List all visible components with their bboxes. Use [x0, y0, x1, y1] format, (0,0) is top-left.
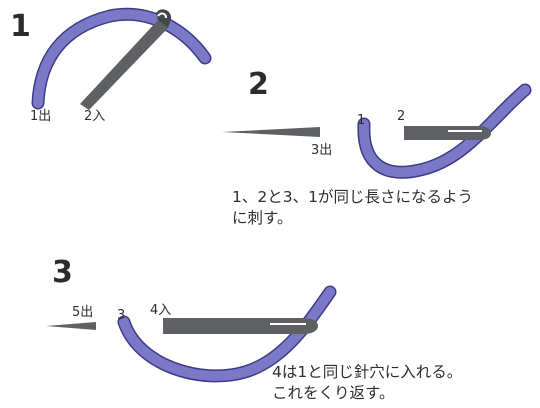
step-3-point-3-label: 3 — [117, 308, 126, 323]
step-3-needle — [163, 318, 318, 334]
step-3-out-label: 5出 — [72, 305, 94, 320]
step-2-caption-line-1: 1、2と3、1が同じ長さになるよう — [232, 188, 473, 206]
step-2-thread — [358, 85, 530, 178]
step-1-needle — [80, 9, 172, 110]
step-2-point-2-label: 2 — [397, 109, 406, 124]
step-3-needle-tip — [46, 322, 96, 330]
step-1-out-label: 1出 — [30, 109, 52, 124]
step-3-in-label: 4入 — [150, 303, 172, 318]
step-2-caption-line-2: に刺す。 — [232, 208, 293, 227]
step-3-caption-line-1: 4は1と同じ針穴に入れる。 — [272, 363, 463, 381]
step-2-needle-tip — [222, 127, 320, 137]
step-2-number: 2 — [248, 67, 269, 102]
step-3-caption-line-2: これをくり返す。 — [272, 383, 395, 402]
step-1-illustration — [31, 7, 212, 110]
step-2-needle — [404, 126, 491, 140]
step-1-thread — [33, 9, 210, 108]
step-3-illustration — [46, 285, 337, 383]
step-3-caption: 4は1と同じ針穴に入れる。 これをくり返す。 — [272, 362, 462, 404]
step-2-illustration — [222, 83, 532, 179]
step-2-out-label: 3出 — [311, 143, 333, 158]
step-2-caption: 1、2と3、1が同じ長さになるよう に刺す。 — [232, 187, 473, 229]
step-2-point-1-label: 1 — [357, 113, 366, 128]
step-1-in-label: 2入 — [84, 109, 106, 124]
step-3-number: 3 — [52, 255, 73, 290]
step-1-number: 1 — [10, 9, 31, 44]
